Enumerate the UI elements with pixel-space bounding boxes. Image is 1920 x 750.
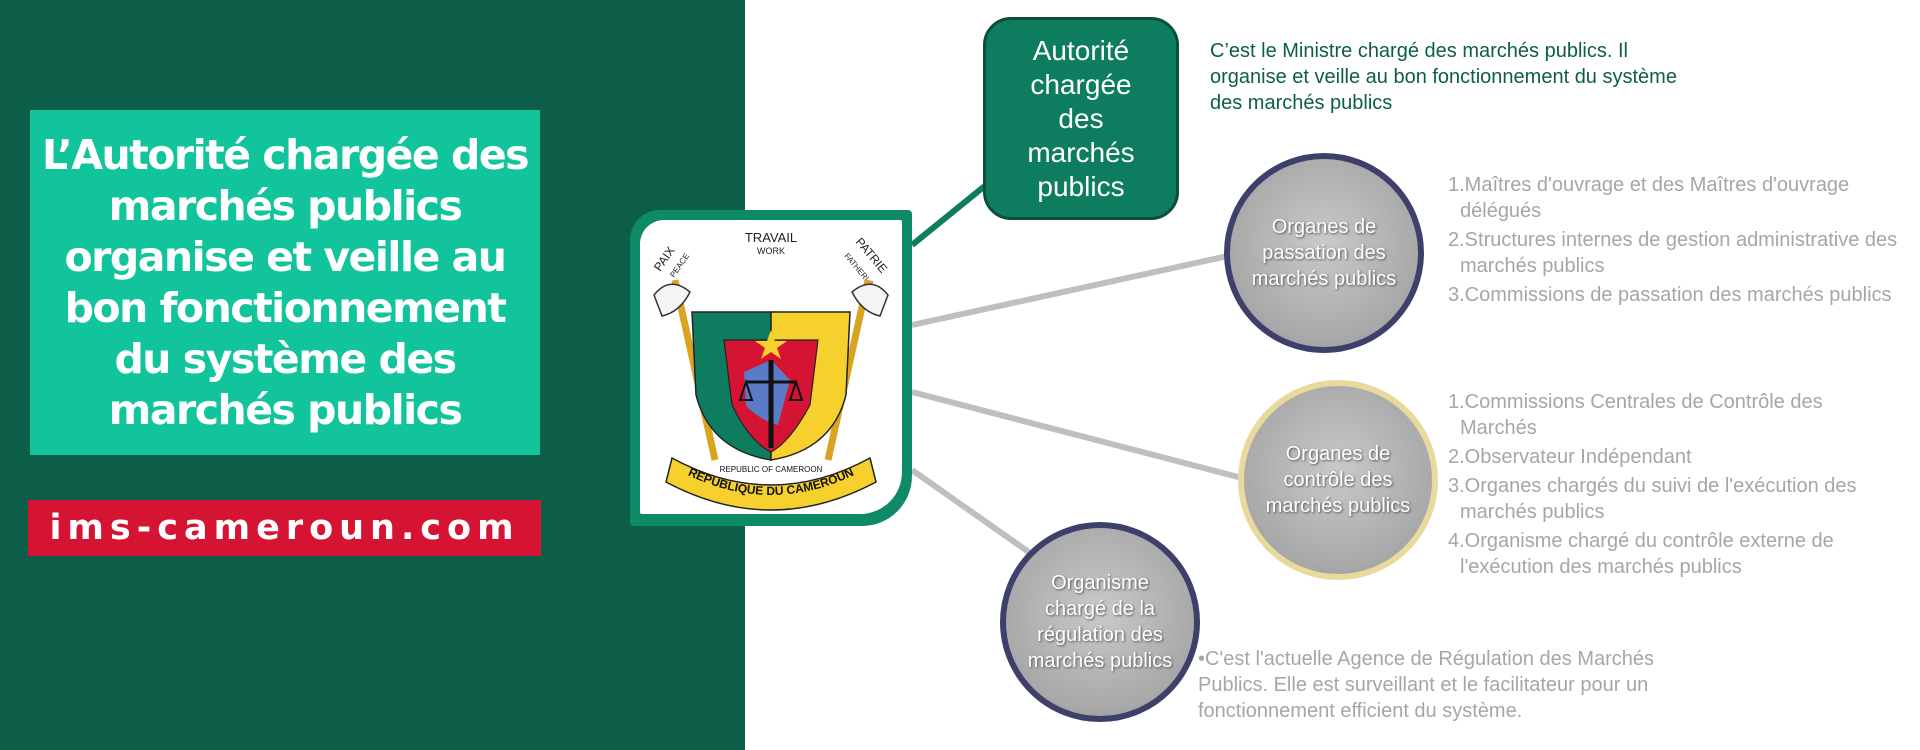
- node-passation[interactable]: Organes de passation des marchés publics: [1224, 153, 1424, 353]
- website-link[interactable]: ims-cameroun.com: [49, 508, 520, 548]
- list-item: 1.Commissions Centrales de Contrôle des …: [1448, 391, 1823, 439]
- list-item: 4.Organisme chargé du contrôle externe d…: [1448, 530, 1834, 578]
- website-banner[interactable]: ims-cameroun.com: [28, 500, 541, 556]
- node-controle-label: Organes de contrôle des marchés publics: [1265, 443, 1411, 517]
- list-item: 2.Structures internes de gestion adminis…: [1448, 229, 1898, 277]
- passation-list: 1.Maîtres d'ouvrage et des Maîtres d'ouv…: [1448, 172, 1898, 311]
- authority-label: Autorité chargée des marchés publics: [1027, 34, 1135, 202]
- right-axe-icon: [824, 279, 889, 461]
- controle-list: 1.Commissions Centrales de Contrôle des …: [1448, 389, 1898, 583]
- connector-passation: [911, 253, 1229, 328]
- node-regulation[interactable]: Organisme chargé de la régulation des ma…: [1000, 522, 1200, 722]
- authority-node[interactable]: Autorité chargée des marchés publics: [983, 17, 1179, 220]
- list-item: 3.Commissions de passation des marchés p…: [1448, 284, 1892, 306]
- page-title: L’Autorité chargée des marchés publics o…: [41, 130, 530, 434]
- authority-description: C’est le Ministre chargé des marchés pub…: [1210, 40, 1677, 114]
- coat-of-arms: TRAVAIL WORK PAIX PEACE PATRIE FATHERLAN…: [640, 220, 902, 514]
- connector-authority: [910, 182, 988, 248]
- list-item: 1.Maîtres d'ouvrage et des Maîtres d'ouv…: [1448, 174, 1850, 222]
- coat-of-arms-frame: TRAVAIL WORK PAIX PEACE PATRIE FATHERLAN…: [630, 210, 912, 526]
- node-controle[interactable]: Organes de contrôle des marchés publics: [1238, 380, 1438, 580]
- list-item: 2.Observateur Indépendant: [1448, 446, 1692, 468]
- list-item: 3.Organes chargés du suivi de l'exécutio…: [1448, 475, 1857, 523]
- title-box: L’Autorité chargée des marchés publics o…: [30, 110, 540, 455]
- connector-regulation: [910, 467, 1042, 563]
- regulation-description: •C'est l'actuelle Agence de Régulation d…: [1198, 648, 1655, 722]
- emblem-top-motto: TRAVAIL: [745, 230, 797, 245]
- shield-icon: [691, 311, 851, 461]
- node-regulation-label: Organisme chargé de la régulation des ma…: [1027, 572, 1173, 672]
- ribbon-banner: REPUBLIQUE DU CAMEROUN REPUBLIC OF CAMER…: [665, 456, 877, 511]
- emblem-ribbon-small: REPUBLIC OF CAMEROON: [720, 465, 823, 474]
- left-panel: L’Autorité chargée des marchés publics o…: [0, 0, 745, 750]
- node-passation-label: Organes de passation des marchés publics: [1251, 216, 1397, 290]
- emblem-top-motto-en: WORK: [757, 246, 785, 256]
- connector-controle: [911, 389, 1243, 481]
